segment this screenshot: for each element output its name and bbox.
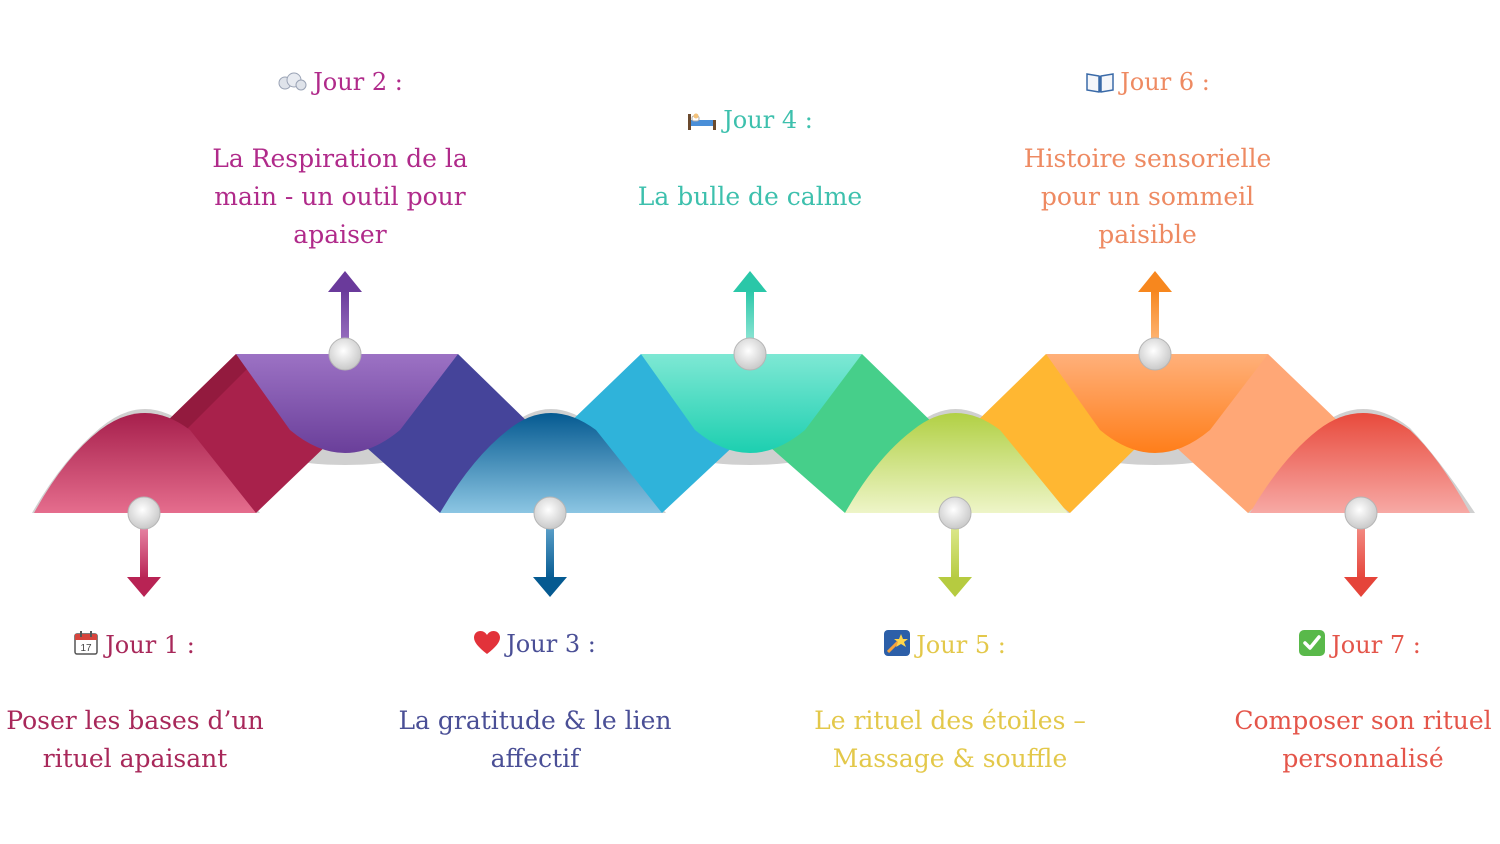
day-4-title: Jour 4 : [660, 106, 840, 137]
upper-hills [236, 354, 1268, 453]
day-7-label: Jour 7 : [1331, 631, 1421, 659]
arrows [127, 271, 1378, 597]
arrow-knobs [127, 337, 1378, 530]
hill-day-3 [440, 413, 662, 513]
wave-ribbons [158, 354, 1342, 513]
hill-day-7 [1250, 413, 1470, 513]
lower-hills [34, 413, 1470, 513]
day-4-description: La bulle de calme [637, 182, 863, 211]
day-3-label: Jour 3 : [506, 630, 596, 658]
day-6-label: Jour 6 : [1120, 68, 1210, 96]
heart-icon [474, 631, 501, 661]
day-5-description: Le rituel des étoiles – Massage & souffl… [814, 706, 1086, 773]
day-7-title: Jour 7 : [1270, 630, 1450, 662]
svg-text:17: 17 [81, 643, 93, 654]
hill-day-1 [34, 413, 256, 513]
day-3-title: Jour 3 : [445, 630, 625, 661]
arrow-day-4 [746, 290, 754, 354]
hill-day-4 [641, 354, 862, 453]
hill-day-5 [845, 413, 1068, 513]
day-2-description: La Respiration de la main - un outil pou… [212, 144, 468, 249]
open-book-icon [1086, 71, 1114, 99]
bed-icon [687, 109, 717, 137]
shooting-star-icon [884, 630, 911, 662]
day-5-label: Jour 5 : [916, 631, 1006, 659]
day-1-description: Poser les bases d’un rituel apaisant [6, 706, 264, 773]
check-mark-icon [1299, 630, 1326, 662]
day-3-description: La gratitude & le lien affectif [398, 706, 672, 773]
day-2-title: Jour 2 : [250, 68, 430, 99]
day-6-title: Jour 6 : [1058, 68, 1238, 99]
arrow-day-7 [1357, 515, 1365, 579]
arrow-day-2 [341, 290, 349, 354]
hill-day-6 [1046, 354, 1268, 453]
day-4-label: Jour 4 : [723, 106, 813, 134]
hill-day-2 [236, 354, 458, 453]
arrow-day-3 [546, 515, 554, 579]
arrow-day-6 [1151, 290, 1159, 354]
day-5-title: Jour 5 : [855, 630, 1035, 662]
day-1-label: Jour 1 : [105, 631, 195, 659]
day-1-title: 17 Jour 1 : [44, 630, 224, 662]
arrow-day-1 [140, 515, 148, 579]
day-2-label: Jour 2 : [313, 68, 403, 96]
arrow-day-5 [951, 515, 959, 579]
day-7-description: Composer son rituel personnalisé [1234, 706, 1492, 773]
breath-cloud-icon [277, 71, 307, 99]
calendar-icon: 17 [73, 630, 99, 662]
day-6-description: Histoire sensorielle pour un sommeil pai… [1023, 144, 1272, 249]
